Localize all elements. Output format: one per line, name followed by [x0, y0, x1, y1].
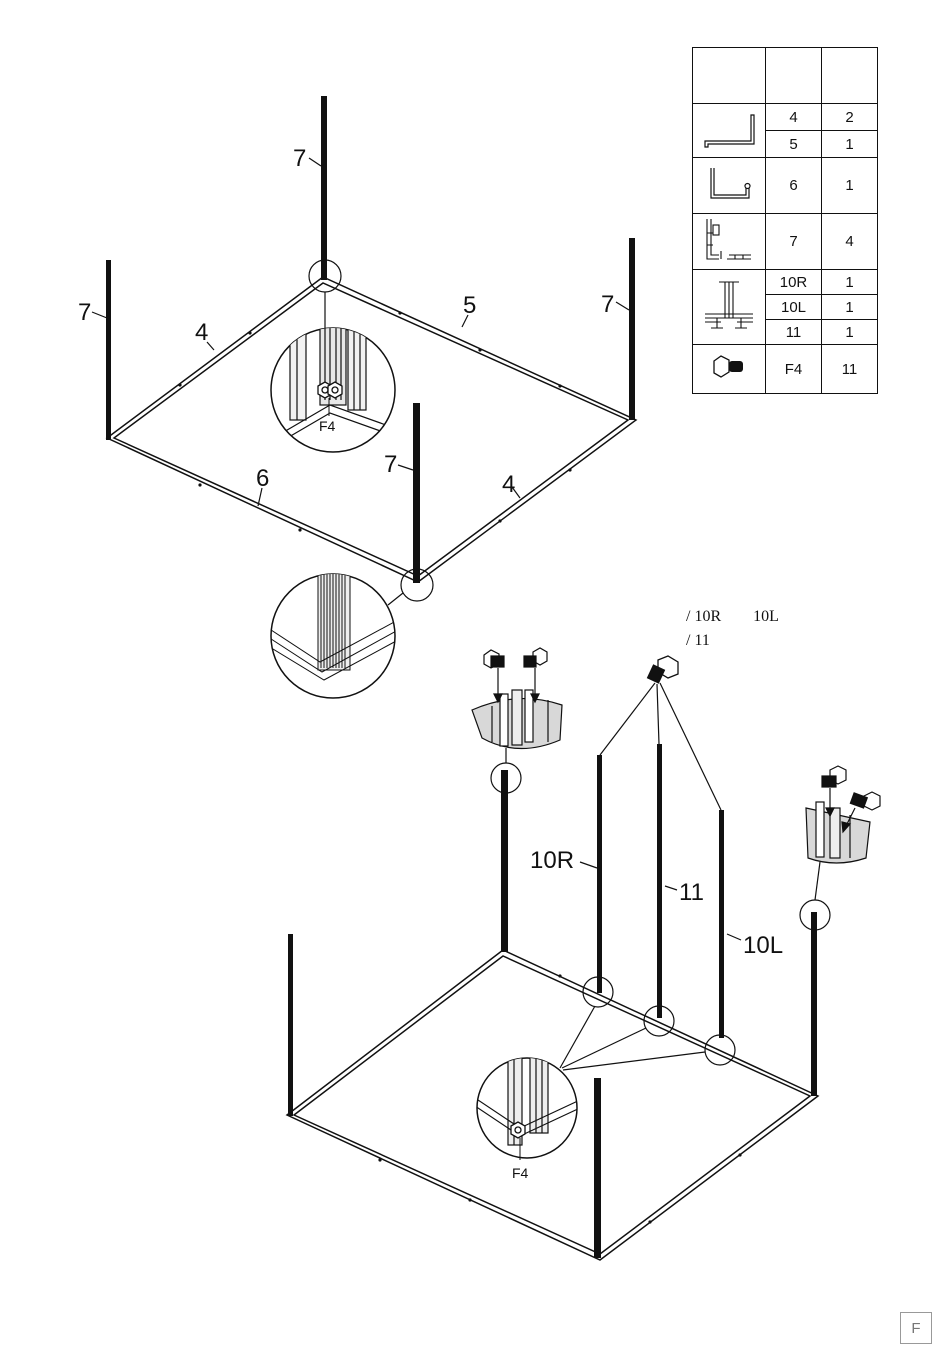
post-10r [597, 755, 602, 993]
header-cell [693, 48, 766, 104]
post-11 [657, 744, 662, 1018]
label-post-left: 7 [78, 299, 91, 326]
label-post-11: 11 [679, 879, 704, 906]
part-qty: 1 [822, 158, 878, 214]
label-post-right: 7 [601, 291, 614, 318]
top-corner-posts [106, 96, 635, 583]
post-7-front [413, 403, 420, 583]
bolt-right-a-icon [822, 766, 846, 816]
part-qty: 4 [822, 214, 878, 270]
table-row: 10R 1 [693, 270, 878, 295]
channel-profile-icon [693, 158, 766, 214]
bottom-post-left [288, 934, 293, 1116]
bottom-labels: 10R 11 10L / 10R 10L / 11 [530, 608, 783, 959]
table-row: 4 2 [693, 104, 878, 131]
post-7-back [321, 96, 327, 280]
part-qty: 1 [822, 131, 878, 158]
label-post-front: 7 [384, 451, 397, 478]
header-cell [766, 48, 822, 104]
part-number: 7 [766, 214, 822, 270]
angle-profile-icon [693, 104, 766, 158]
f4-bolt-icon [318, 382, 342, 398]
post-7-right [629, 238, 635, 420]
bottom-post-right [811, 912, 817, 1096]
part-number: 6 [766, 158, 822, 214]
detail-front-corner [268, 570, 398, 698]
part-number: F4 [766, 345, 822, 394]
bolt-left-a-icon [484, 650, 504, 702]
post-10l [719, 810, 724, 1038]
detail-bottom-fastener-label: F4 [512, 1165, 529, 1181]
part-qty: 1 [822, 270, 878, 295]
table-row: 7 4 [693, 214, 878, 270]
part-number: 10R [766, 270, 822, 295]
detail-ibeam-joint: F4 [475, 1055, 580, 1181]
corner-post-profile-icon [693, 214, 766, 270]
fitting-left [472, 648, 562, 749]
part-number: 5 [766, 131, 822, 158]
label-frame-left: 4 [195, 319, 208, 346]
hex-bolt-icon [648, 656, 678, 683]
detail-back-corner: F4 [270, 325, 400, 452]
label-frame-front: 6 [256, 465, 269, 492]
part-number: 4 [766, 104, 822, 131]
label-frame-right: 4 [502, 471, 515, 498]
top-leaders [92, 158, 629, 506]
i-beam-profile-icon [693, 270, 766, 345]
detail-top-fastener-label: F4 [319, 418, 336, 434]
label-post-10l: 10L [743, 932, 783, 959]
bottom-post-back [501, 770, 508, 952]
table-row: F4 11 [693, 345, 878, 394]
note-line-2: / 11 [686, 632, 710, 649]
part-qty: 1 [822, 320, 878, 345]
table-row: 6 1 [693, 158, 878, 214]
part-qty: 11 [822, 345, 878, 394]
post-7-left [106, 260, 111, 440]
part-qty: 2 [822, 104, 878, 131]
part-number: 11 [766, 320, 822, 345]
part-qty: 1 [822, 295, 878, 320]
header-cell [822, 48, 878, 104]
part-number: 10L [766, 295, 822, 320]
bolt-icon [693, 345, 766, 394]
page-marker: F [900, 1312, 932, 1344]
label-post-back: 7 [293, 145, 306, 172]
bottom-posts [288, 744, 817, 1258]
note-line-1: / 10R 10L [686, 608, 779, 625]
parts-table: 4 2 5 1 6 1 7 4 10R 1 10L 1 11 1 F [692, 47, 878, 394]
label-frame-back: 5 [463, 292, 476, 319]
bottom-post-front [594, 1078, 601, 1258]
label-post-10r: 10R [530, 847, 574, 874]
parts-table-header [693, 48, 878, 104]
fitting-right [806, 766, 880, 863]
f4-nut-icon [511, 1122, 525, 1138]
